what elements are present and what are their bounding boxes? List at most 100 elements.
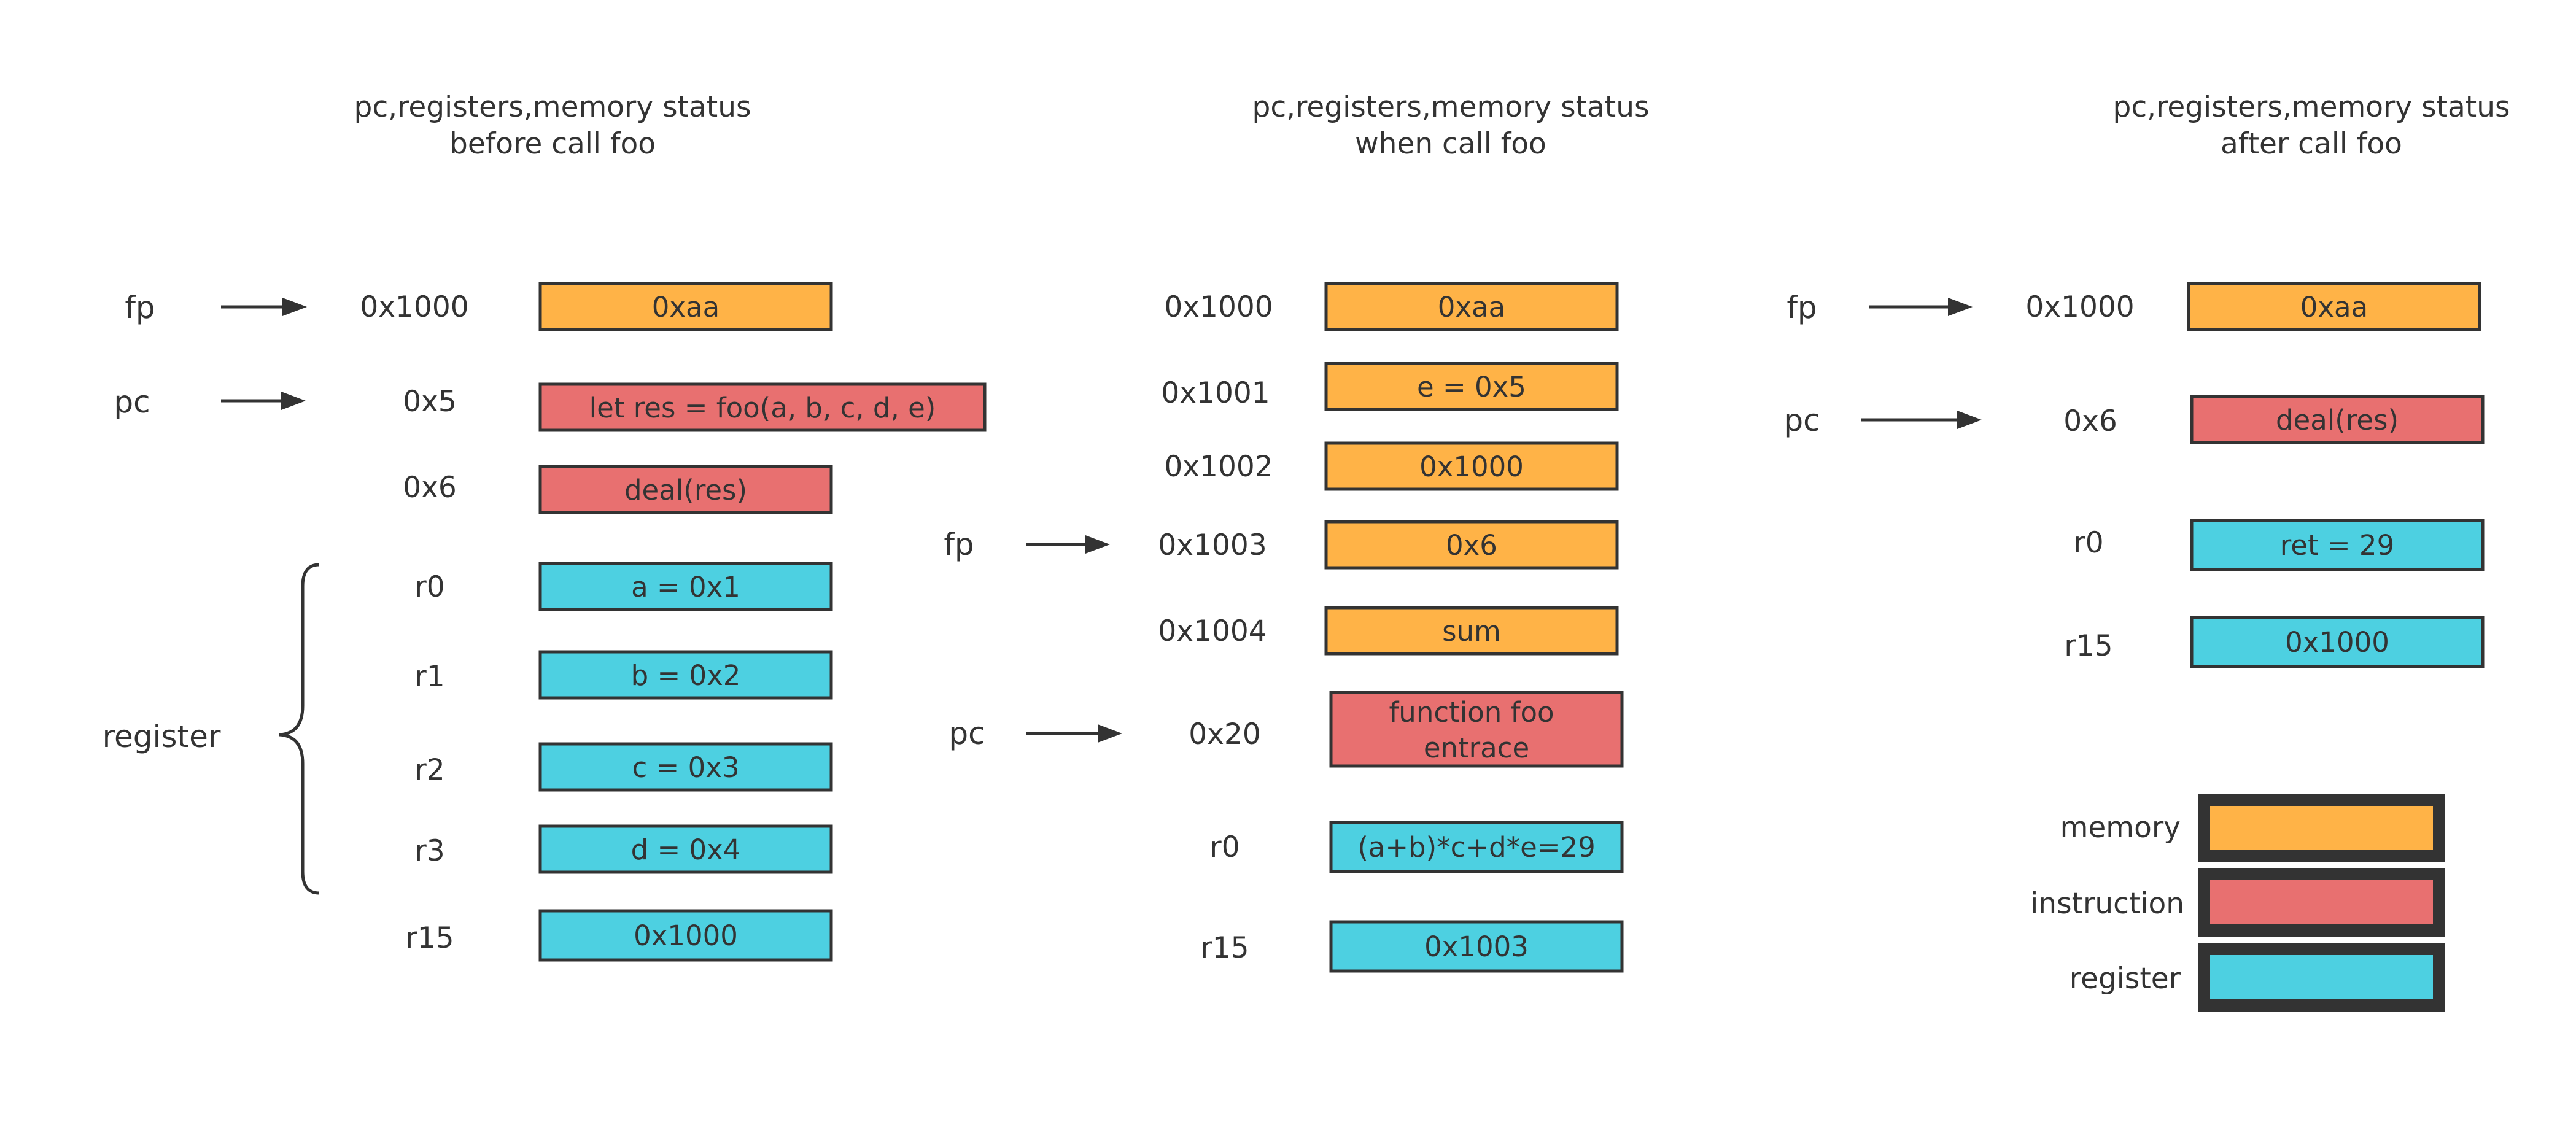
memory-cell: [1324, 606, 1619, 656]
panel-when-addr: 0x1003: [1158, 528, 1267, 562]
panel-before-pc-label: pc: [114, 384, 150, 420]
panel-after-value: 0xaa: [2300, 291, 2368, 323]
memory-cell: [1324, 282, 1619, 331]
panel-when-value: 0xaa: [1438, 291, 1505, 323]
panel-when-row: r0 (a+b)*c+d*e=29: [1209, 821, 1624, 873]
panel-when-addr: 0x1004: [1158, 614, 1267, 648]
panel-when-addr: r0: [1209, 830, 1240, 864]
panel-after-pc-arrow-head: [1957, 411, 1982, 429]
memory-cell: [1324, 520, 1619, 570]
panel-before-addr: 0x6: [403, 471, 457, 505]
panel-before-value: 0xaa: [652, 291, 720, 323]
panel-when-addr: 0x1000: [1164, 290, 1273, 324]
panel-before-register-brace: [279, 563, 320, 895]
legend-item: register: [2070, 943, 2445, 1012]
panel-when-fp-label: fp: [944, 527, 974, 562]
panel-when-addr: r15: [1200, 931, 1249, 965]
panel-when-row: 0x1003 0x6: [1158, 520, 1619, 570]
panel-before-row: r15 0x1000: [405, 909, 833, 962]
instruction-cell: [2190, 395, 2485, 444]
panel-after-fp-label: fp: [1787, 290, 1817, 325]
memory-cell: [1324, 441, 1619, 491]
register-cell: [538, 824, 833, 874]
register-cell: [538, 909, 833, 962]
legend-memory-swatch: [2198, 794, 2445, 862]
panel-after-addr: r0: [2073, 526, 2103, 560]
legend-label: register: [2070, 962, 2181, 996]
panel-when-row: 0x1001 e = 0x5: [1161, 362, 1619, 411]
memory-cell: [538, 282, 833, 331]
panel-before-value: 0x1000: [634, 919, 738, 952]
register-cell: [2190, 616, 2485, 668]
panel-before-register-label: register: [103, 719, 221, 754]
panel-after-title-line1: pc,registers,memory status: [2112, 90, 2510, 124]
panel-when-fp-arrow-head: [1085, 535, 1110, 554]
panel-before-addr: r3: [414, 834, 444, 868]
panel-before-addr: r15: [405, 921, 454, 955]
panel-when-addr: 0x20: [1189, 718, 1261, 751]
panel-before-row: r0 a = 0x1: [414, 562, 833, 611]
panel-before-row: r3 d = 0x4: [414, 824, 833, 874]
panel-after-value: ret = 29: [2280, 529, 2394, 562]
panel-after-row: 0x6 deal(res): [2063, 395, 2485, 444]
panel-after-fp-arrow-head: [1948, 298, 1973, 316]
instruction-cell: [538, 382, 987, 432]
panel-before-fp-arrow-head: [282, 298, 307, 316]
panel-when-pc-arrow-head: [1098, 724, 1122, 743]
panel-after: pc,registers,memory status after call fo…: [1783, 90, 2510, 668]
legend-item: instruction: [2030, 868, 2445, 937]
register-cell: [538, 562, 833, 611]
panel-after-pc-label: pc: [1783, 403, 1820, 438]
legend-item: memory: [2060, 794, 2445, 862]
panel-when-title-line1: pc,registers,memory status: [1252, 90, 1649, 124]
legend-label: memory: [2060, 811, 2181, 845]
panel-before-addr: 0x5: [403, 385, 457, 419]
panel-when-title-line2: when call foo: [1355, 127, 1546, 161]
panel-before-pc-arrow-head: [281, 392, 306, 410]
instruction-cell: [1329, 691, 1624, 768]
panel-after-row: 0x1000 0xaa: [2025, 282, 2481, 331]
panel-before-row: r1 b = 0x2: [414, 650, 833, 700]
panel-before-row: 0x5 let res = foo(a, b, c, d, e): [403, 382, 987, 432]
panel-when-row: 0x1002 0x1000: [1164, 441, 1619, 491]
panel-before-row: 0x1000 0xaa: [360, 282, 833, 331]
panel-before: pc,registers,memory status before call f…: [103, 90, 987, 962]
legend-label: instruction: [2030, 887, 2184, 921]
panel-before-value: d = 0x4: [631, 834, 741, 866]
panel-after-addr: 0x1000: [2025, 290, 2134, 324]
panel-before-addr: 0x1000: [360, 290, 468, 324]
panel-before-addr: r2: [414, 753, 444, 787]
panel-before-fp-label: fp: [125, 290, 155, 325]
instruction-cell: [538, 465, 833, 514]
panel-when: pc,registers,memory status when call foo…: [944, 90, 1650, 973]
register-cell: [1329, 920, 1624, 973]
panel-after-addr: 0x6: [2063, 404, 2117, 438]
panel-when-value-line1: function foo: [1389, 696, 1554, 729]
panel-when-row: 0x20 function foo entrace: [1189, 691, 1624, 768]
panel-when-value: 0x1003: [1424, 931, 1529, 963]
panel-before-title-line1: pc,registers,memory status: [354, 90, 751, 124]
panel-before-title-line2: before call foo: [449, 127, 656, 161]
panel-before-value: deal(res): [624, 474, 747, 506]
panel-after-title-line2: after call foo: [2221, 127, 2402, 161]
panel-when-row: 0x1000 0xaa: [1164, 282, 1619, 331]
panel-before-row: 0x6 deal(res): [403, 465, 833, 514]
panel-when-value: (a+b)*c+d*e=29: [1357, 831, 1596, 864]
legend-register-swatch: [2198, 943, 2445, 1012]
panel-when-row: 0x1004 sum: [1158, 606, 1619, 656]
panel-when-addr: 0x1002: [1164, 450, 1273, 484]
memory-cell: [2187, 282, 2481, 331]
panel-before-row: r2 c = 0x3: [414, 742, 833, 792]
panel-after-value: deal(res): [2276, 404, 2399, 436]
panel-after-row: r15 0x1000: [2064, 616, 2485, 668]
panel-when-row: r15 0x1003: [1200, 920, 1624, 973]
register-cell: [2190, 519, 2485, 571]
panel-when-value: 0x1000: [1419, 451, 1524, 483]
panel-when-value-line2: entrace: [1424, 732, 1529, 764]
register-cell: [538, 742, 833, 792]
panel-before-addr: r1: [414, 660, 444, 694]
panel-when-pc-label: pc: [949, 716, 985, 751]
panel-after-value: 0x1000: [2285, 626, 2389, 659]
panel-before-value: let res = foo(a, b, c, d, e): [589, 392, 936, 424]
panel-when-value: e = 0x5: [1417, 371, 1526, 403]
